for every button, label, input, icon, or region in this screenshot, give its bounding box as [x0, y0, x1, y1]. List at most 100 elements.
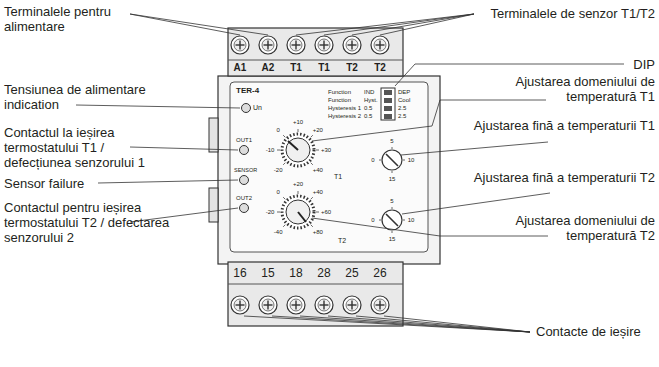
- dial-scale-number-slot: -40: [268, 228, 288, 236]
- dip-table-text-slot: Function: [328, 96, 364, 104]
- dial-scale-number-slot: 10: [401, 156, 421, 164]
- dial-scale-number: +20: [293, 181, 303, 187]
- front-panel: [230, 82, 428, 252]
- dial-scale-number-slot: +60: [316, 208, 336, 216]
- callout-label-slot: Tensiunea de alimentare indication: [4, 82, 169, 112]
- dial-scale-number-slot: 0: [363, 156, 383, 164]
- callout-label: Tensiunea de alimentare indication: [4, 82, 146, 112]
- dial-scale-number: 0: [371, 157, 374, 163]
- terminal-number-slot: 15: [255, 266, 281, 280]
- terminal-label-slot: T2: [339, 62, 365, 74]
- dial-tick: [311, 225, 313, 227]
- led-label-slot: OUT1: [236, 136, 258, 144]
- dial-tick: [311, 163, 313, 165]
- dip-table-text-slot: 0.5: [364, 112, 380, 120]
- coarse-knobs: [282, 134, 314, 228]
- led-label-slot: Un: [253, 103, 271, 112]
- dial-tick: [379, 160, 381, 161]
- led-label: SENSOR: [234, 167, 257, 173]
- terminal-number: 28: [317, 266, 330, 280]
- fine-knobs: [382, 150, 402, 230]
- terminal-number-slot: 28: [311, 266, 337, 280]
- terminal-label: A2: [262, 62, 275, 73]
- dial-tick: [277, 150, 280, 151]
- bottom-screws: [231, 296, 389, 314]
- dial-tick: [311, 135, 313, 137]
- dial-name: T1: [334, 173, 342, 180]
- dial-scale-number-slot: +30: [316, 146, 336, 154]
- dial-scale-number-slot: 15: [382, 175, 402, 183]
- terminal-label: T2: [346, 62, 358, 73]
- terminal-label-slot: T1: [311, 62, 337, 74]
- dial-tick: [403, 160, 405, 161]
- callout-label: DIP: [633, 57, 655, 72]
- dial-scale-number: +20: [313, 127, 323, 133]
- dip-table-text: Hysteresis 2: [328, 113, 361, 119]
- dial-scale-number-slot: 10: [401, 216, 421, 224]
- dial-scale-number: 15: [389, 236, 396, 242]
- dip-table-text-slot: Hyst.: [364, 96, 380, 104]
- dial-name: T2: [338, 237, 346, 244]
- din-clip: [209, 188, 218, 222]
- terminal-label-slot: T1: [283, 62, 309, 74]
- terminal-label: A1: [234, 62, 247, 73]
- callout-label: Ajustarea domeniului de temperatură T1: [516, 74, 655, 104]
- dial-tick: [283, 225, 285, 227]
- terminal-number-slot: 16: [227, 266, 253, 280]
- led-label-slot: OUT2: [236, 194, 258, 202]
- callout-label-slot: Contacte de ieșire: [536, 324, 656, 339]
- dial-tick: [298, 129, 299, 132]
- led-label-slot: SENSOR: [234, 166, 260, 174]
- led-label: OUT1: [236, 137, 252, 143]
- top-terminal-block: [228, 28, 403, 76]
- terminal-number-slot: 18: [283, 266, 309, 280]
- callout-label: Contactul la ieșirea termostatului T1 / …: [4, 125, 145, 170]
- led-label: Un: [253, 104, 262, 111]
- dial-tick: [298, 191, 299, 194]
- model-label-slot: TER-4: [236, 86, 276, 96]
- dip-table-text-slot: DEP: [398, 88, 420, 96]
- dial-scale-number-slot: -20: [260, 208, 280, 216]
- dial-tick: [316, 212, 319, 213]
- dial-scale-number: +30: [321, 147, 331, 153]
- callout-label: Terminalele de senzor T1/T2: [490, 6, 655, 21]
- callout-label-slot: Terminalele pentru alimentare: [4, 4, 154, 34]
- dial-scale-number-slot: 0: [363, 216, 383, 224]
- terminal-number-slot: 26: [367, 266, 393, 280]
- dial-scale-number: 10: [408, 157, 415, 163]
- top-screws: [231, 36, 389, 54]
- callout-label: Ajustarea domeniului de temperatură T2: [516, 213, 655, 243]
- dial-name-slot: T2: [338, 236, 352, 245]
- dip-table-text-slot: 0.5: [364, 104, 380, 112]
- callout-label-slot: Ajustarea domeniului de temperatură T1: [470, 74, 655, 104]
- terminal-label-slot: A1: [227, 62, 253, 74]
- dial-scale-number-slot: 0: [268, 188, 288, 196]
- dip-table-text-slot: IND: [364, 88, 380, 96]
- callout-label-slot: Contactul la ieșirea termostatului T1 / …: [4, 125, 174, 170]
- dial-scale-number-slot: +80: [308, 228, 328, 236]
- dial-scale-number: +60: [321, 209, 331, 215]
- dial-scale-number-slot: +40: [308, 166, 328, 174]
- dial-tick: [283, 197, 285, 199]
- dial-scale-number: +10: [293, 119, 303, 125]
- dial-tick: [283, 135, 285, 137]
- dial-tick: [392, 171, 393, 173]
- callout-label-slot: Terminalele de senzor T1/T2: [455, 6, 655, 21]
- callout-label-slot: DIP: [600, 57, 655, 72]
- dial-scale-number: 5: [390, 138, 393, 144]
- callout-label: Ajustarea fină a temperaturii T1: [474, 118, 655, 133]
- dip-table-text-slot: Cool: [398, 96, 420, 104]
- dial-scale-number: +40: [313, 189, 323, 195]
- dial-tick: [277, 212, 280, 213]
- dial-scale-number: 0: [277, 127, 280, 133]
- terminal-label: T1: [290, 62, 302, 73]
- terminal-number: 15: [261, 266, 274, 280]
- dip-table-text: 0.5: [364, 113, 372, 119]
- dial-scale-number-slot: +20: [308, 126, 328, 134]
- dial-scale-number-slot: 5: [382, 197, 402, 205]
- dip-table-text: IND: [364, 89, 374, 95]
- dip-table-text: DEP: [398, 89, 410, 95]
- dial-scale-number: -20: [274, 167, 283, 173]
